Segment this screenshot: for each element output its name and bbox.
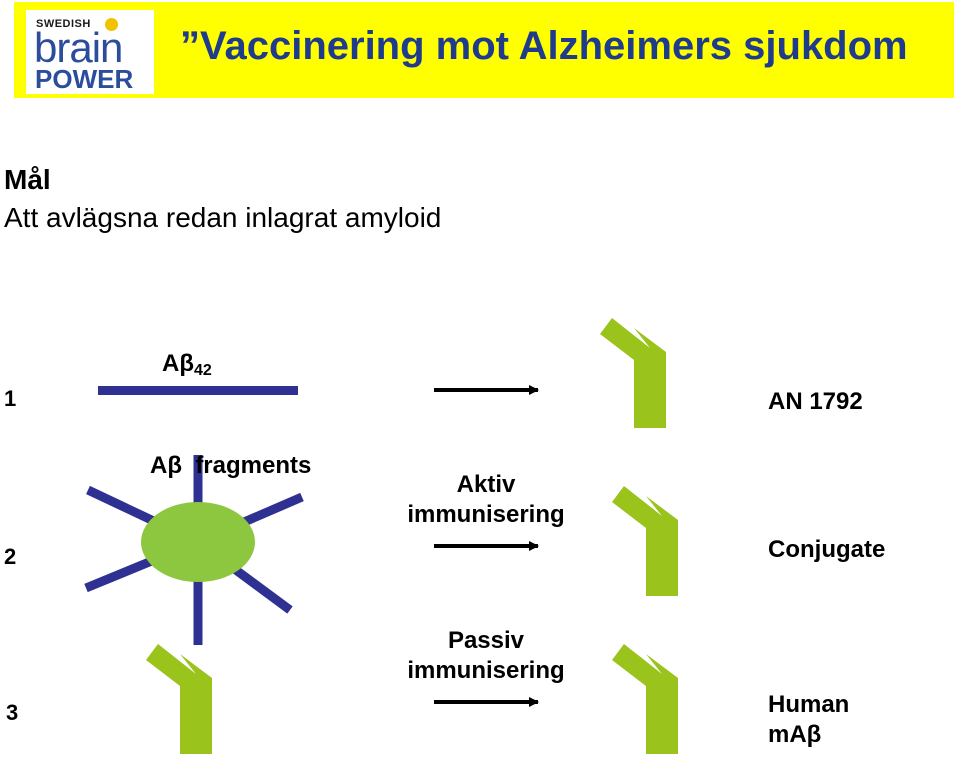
- antibody-row-3-left-icon: [146, 644, 212, 754]
- page-title: ”Vaccinering mot Alzheimers sjukdom: [180, 24, 908, 68]
- antibody-row-1-icon: [600, 318, 666, 428]
- active-immunization-line2: immunisering: [407, 501, 565, 528]
- brain-power-logo: SWEDISH brain POWER: [26, 10, 154, 94]
- result-an1792: AN 1792: [768, 388, 863, 415]
- carrier-protein: [141, 502, 255, 582]
- logo-dot-icon: [105, 18, 118, 31]
- abeta42-label-main: Aβ: [162, 350, 194, 377]
- passive-immunization-line1: Passiv: [447, 627, 525, 654]
- passive-immunization-line2: immunisering: [407, 657, 565, 684]
- logo-top-text: SWEDISH: [36, 18, 91, 30]
- active-immunization-line1: Aktiv: [456, 471, 516, 498]
- logo-bottom-text: POWER: [35, 64, 134, 94]
- active-immunization-label: Aktiv immunisering: [376, 470, 596, 530]
- goal-heading: Mål: [4, 164, 51, 195]
- abeta42-label-sub: 42: [193, 362, 212, 379]
- row-number-2: 2: [4, 544, 17, 569]
- result-human-line2: mAβ: [768, 721, 822, 748]
- row-number-1: 1: [4, 386, 17, 411]
- abeta-fragments-label: Aβ fragments: [150, 452, 312, 479]
- row-number-3: 3: [6, 700, 19, 725]
- antibody-row-2-icon: [612, 486, 678, 596]
- result-human-mab: Human mAβ: [768, 690, 849, 750]
- passive-immunization-label: Passiv immunisering: [376, 626, 596, 686]
- abeta-fragment-conjugate: [84, 455, 304, 645]
- result-conjugate: Conjugate: [768, 536, 886, 563]
- antibody-row-3-right-icon: [612, 644, 678, 754]
- logo-middle-text: brain: [34, 24, 123, 71]
- title-banner: SWEDISH brain POWER ”Vaccinering mot Alz…: [14, 2, 954, 98]
- abeta42-peptide: [98, 386, 298, 395]
- goal-text: Att avlägsna redan inlagrat amyloid: [4, 202, 442, 233]
- abeta42-label: Aβ42: [162, 350, 212, 380]
- result-human-line1: Human: [768, 691, 850, 718]
